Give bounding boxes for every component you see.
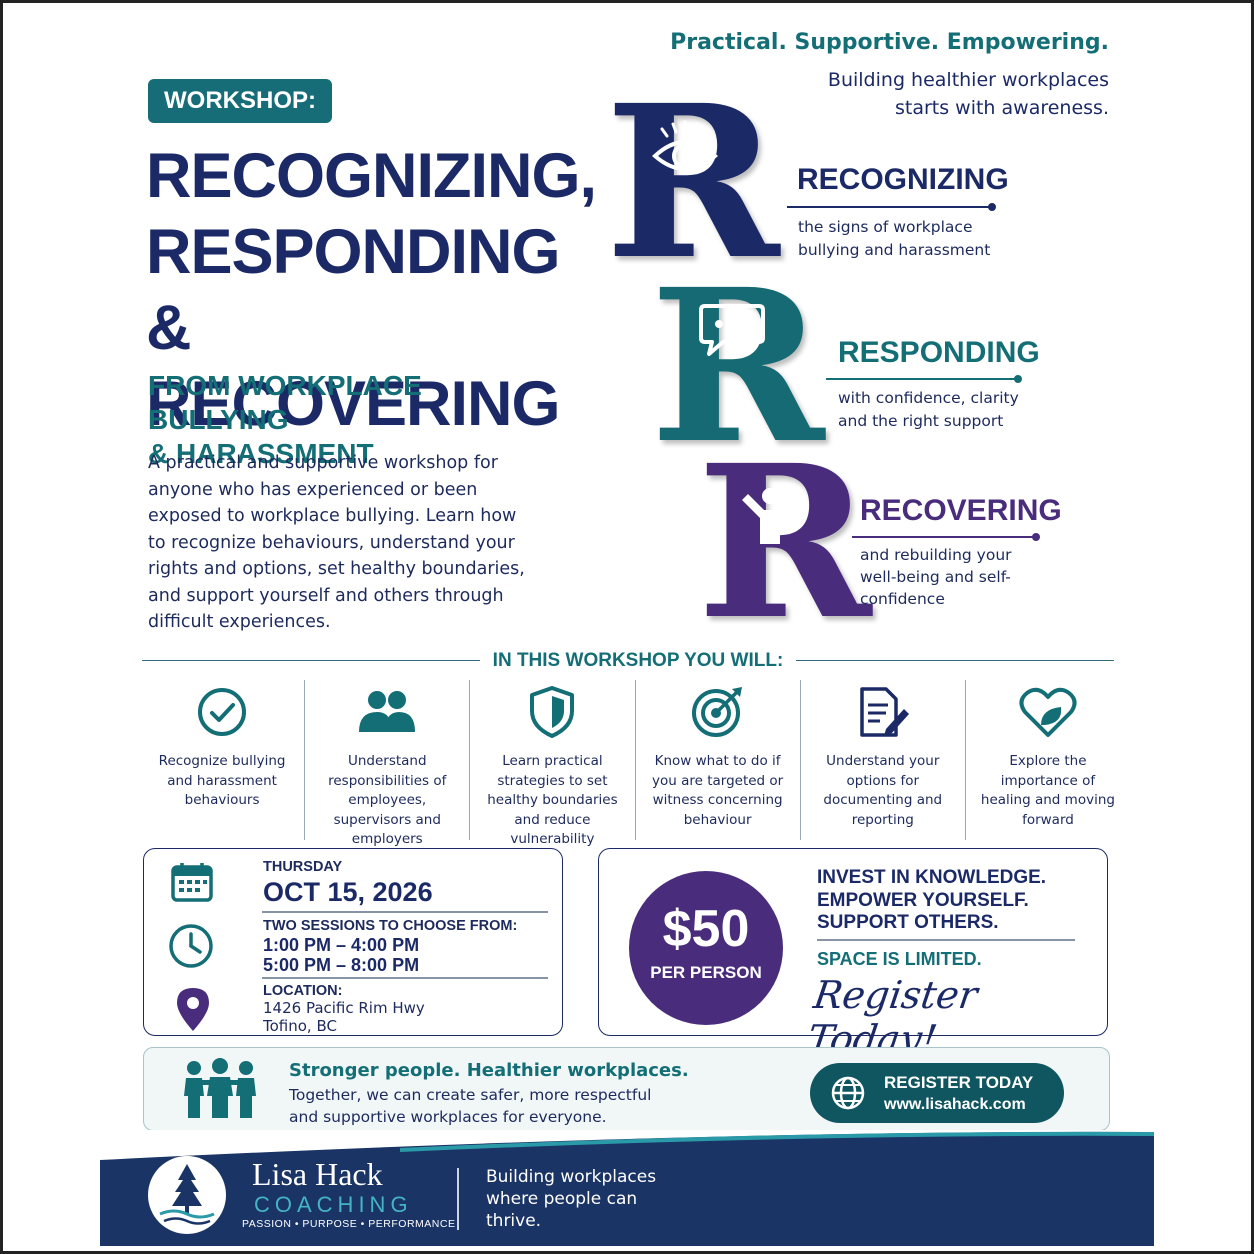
speech-bubble-icon	[697, 298, 767, 364]
sessions-label: TWO SESSIONS TO CHOOSE FROM:	[263, 918, 518, 934]
feature-item: Explore the importance of healing and mo…	[964, 680, 1130, 840]
big-r-letter-recovering: R	[697, 419, 872, 666]
cta-banner: Stronger people. Healthier workplaces. T…	[143, 1047, 1110, 1131]
feature-item: Recognize bullying and harassment behavi…	[140, 680, 304, 840]
title-line: RECOVERING	[146, 369, 561, 439]
check-circle-icon	[140, 682, 304, 742]
footer-message-line: where people can	[486, 1189, 638, 1209]
feature-item: Understand responsibilities of employees…	[304, 680, 469, 847]
session-time: 5:00 PM – 8:00 PM	[263, 955, 420, 975]
banner-heading: Stronger people. Healthier workplaces.	[289, 1060, 689, 1081]
event-date: OCT 15, 2026	[263, 877, 433, 907]
footer-message: Building workplaces where people can thr…	[486, 1166, 656, 1232]
divider	[852, 533, 1040, 541]
desc-recognizing: the signs of workplace bullying and hara…	[798, 218, 991, 259]
feature-item: Understand your options for documenting …	[799, 680, 965, 840]
footer: Lisa Hack COACHING PASSION • PURPOSE • P…	[100, 1130, 1154, 1246]
divider	[262, 977, 548, 979]
invest-text: INVEST IN KNOWLEDGE. EMPOWER YOURSELF. S…	[817, 867, 1046, 935]
divider	[262, 911, 548, 913]
price-box: $50 PER PERSON INVEST IN KNOWLEDGE. EMPO…	[598, 848, 1108, 1061]
location-label: LOCATION:	[263, 983, 343, 999]
invest-line: INVEST IN KNOWLEDGE.	[817, 867, 1047, 888]
divider	[817, 939, 1075, 941]
feature-text: Recognize bullying and harassment behavi…	[158, 753, 286, 808]
group-people-icon	[180, 1058, 260, 1124]
address-line: Tofino, BC	[263, 1017, 337, 1035]
feature-text: Understand your options for documenting …	[823, 753, 943, 828]
workshop-tag: WORKSHOP:	[148, 79, 332, 123]
feature-text: Know what to do if you are targeted or w…	[651, 753, 784, 828]
session-time: 1:00 PM – 4:00 PM	[263, 935, 420, 955]
section-title: IN THIS WORKSHOP YOU WILL:	[480, 650, 796, 672]
feature-item: Learn practical strategies to set health…	[469, 680, 634, 847]
big-r-letter-responding: R	[650, 243, 825, 490]
price-amount: $50	[662, 900, 750, 958]
tagline: Practical. Supportive. Empowering.	[670, 30, 1109, 55]
eye-icon	[652, 118, 718, 182]
people-icon	[305, 682, 469, 742]
document-pen-icon	[801, 682, 965, 742]
target-icon	[636, 682, 800, 742]
feature-text: Learn practical strategies to set health…	[487, 753, 618, 847]
shield-icon	[470, 682, 634, 742]
person-raised-arms-icon	[738, 486, 802, 552]
clock-icon	[168, 923, 214, 973]
location-pin-icon	[174, 985, 212, 1037]
desc-recovering: and rebuilding your well-being and self-…	[860, 546, 1012, 608]
banner-text-line: Together, we can create safer, more resp…	[289, 1086, 652, 1104]
price-badge: $50 PER PERSON	[629, 871, 783, 1025]
footer-message-line: Building workplaces	[486, 1167, 657, 1187]
register-button-label: REGISTER TODAY	[884, 1073, 1034, 1092]
tree-logo-icon	[159, 1164, 215, 1225]
brand-sub: COACHING	[254, 1192, 413, 1217]
logo-circle	[148, 1156, 226, 1234]
brand-tagline: PASSION • PURPOSE • PERFORMANCE	[242, 1218, 456, 1230]
banner-text-line: and supportive workplaces for everyone.	[289, 1108, 607, 1126]
event-details-box: THURSDAY OCT 15, 2026 TWO SESSIONS TO CH…	[143, 848, 563, 1036]
divider	[826, 375, 1022, 383]
features-row: Recognize bullying and harassment behavi…	[140, 680, 1130, 847]
banner-text: Together, we can create safer, more resp…	[289, 1084, 651, 1128]
label-responding: RESPONDING	[838, 336, 1040, 369]
feature-text: Understand responsibilities of employees…	[328, 753, 447, 847]
space-limited: SPACE IS LIMITED.	[817, 949, 982, 969]
invest-line: SUPPORT OTHERS.	[817, 912, 999, 933]
feature-text: Explore the importance of healing and mo…	[980, 753, 1115, 828]
calendar-icon	[170, 861, 214, 907]
divider	[787, 203, 996, 211]
desc-responding: with confidence, clarity and the right s…	[838, 389, 1019, 430]
invest-line: EMPOWER YOURSELF.	[817, 889, 1029, 911]
address-line: 1426 Pacific Rim Hwy	[263, 999, 425, 1017]
footer-wave	[100, 1130, 1154, 1160]
title-line: RECOGNIZING,	[146, 141, 597, 211]
big-r-letter-recognizing: R	[605, 59, 780, 306]
label-recognizing: RECOGNIZING	[797, 163, 1009, 196]
page-title: RECOGNIZING, RESPONDING & RECOVERING	[146, 138, 597, 442]
register-today-button[interactable]: REGISTER TODAY www.lisahack.com	[810, 1063, 1064, 1123]
title-line: RESPONDING &	[146, 217, 561, 363]
brand-name: Lisa Hack	[252, 1156, 383, 1192]
page-subtitle: FROM WORKPLACE BULLYING & HARASSMENT	[148, 369, 548, 471]
subtitle-line: FROM WORKPLACE BULLYING	[148, 370, 422, 435]
price-per: PER PERSON	[650, 963, 762, 982]
label-recovering: RECOVERING	[860, 494, 1062, 527]
heart-leaf-icon	[966, 682, 1130, 742]
subtitle-line: & HARASSMENT	[148, 438, 374, 469]
event-day: THURSDAY	[263, 859, 343, 875]
subtagline: Building healthier workplaces starts wit…	[827, 69, 1109, 119]
intro-paragraph: A practical and supportive workshop for …	[148, 453, 525, 632]
divider	[457, 1168, 459, 1230]
feature-item: Know what to do if you are targeted or w…	[634, 680, 800, 840]
globe-icon	[830, 1075, 866, 1115]
register-button-url: www.lisahack.com	[884, 1096, 1026, 1113]
footer-message-line: thrive.	[486, 1211, 542, 1231]
